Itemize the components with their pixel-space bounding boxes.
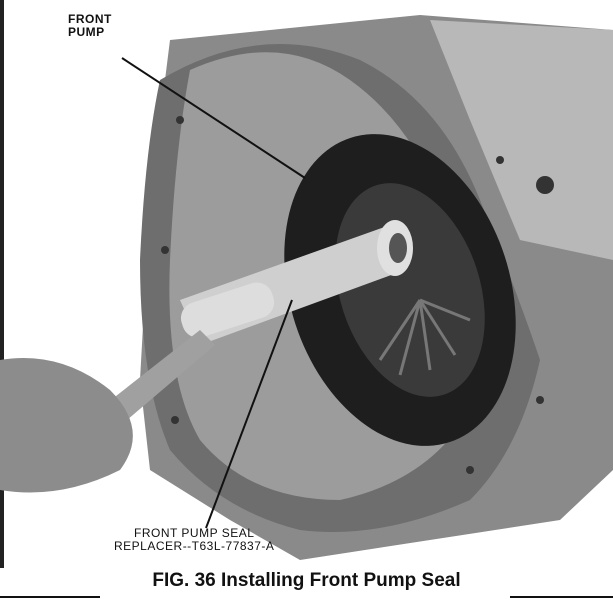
seal-replacer-label-line1: FRONT PUMP SEAL	[133, 526, 255, 540]
front-pump-callout: FRONT PUMP	[66, 12, 114, 40]
caption-rule-right	[510, 596, 613, 598]
front-pump-label-line2: PUMP	[68, 25, 105, 39]
front-pump-label-line1: FRONT	[68, 12, 112, 26]
caption-rule-left	[0, 596, 100, 598]
seal-replacer-label-line2: REPLACER--T63L-77837-A	[114, 539, 275, 553]
seal-replacer-leader-line	[205, 299, 293, 529]
front-pump-leader-line	[121, 57, 306, 179]
seal-replacer-callout: FRONT PUMP SEAL REPLACER--T63L-77837-A	[114, 527, 274, 553]
transmission-photo	[0, 0, 613, 570]
figure-caption: FIG. 36 Installing Front Pump Seal	[152, 570, 461, 591]
